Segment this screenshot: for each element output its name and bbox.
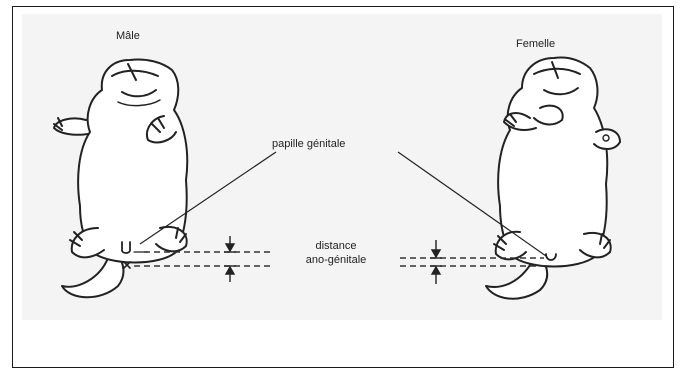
male-label: Mâle	[116, 30, 140, 42]
male-distance-arrows	[224, 236, 236, 282]
distance-dashed-lines	[134, 251, 544, 267]
papilla-leader-lines	[139, 151, 547, 257]
male-pup-illustration	[53, 58, 189, 299]
genital-papilla-label: papille génitale	[272, 138, 346, 150]
anogenital-distance-label-line2: ano-génitale	[305, 254, 367, 266]
female-pup-illustration	[485, 56, 621, 300]
anogenital-distance-label-line1: distance	[315, 240, 357, 252]
female-label: Femelle	[516, 38, 556, 50]
female-distance-arrows	[430, 240, 442, 284]
